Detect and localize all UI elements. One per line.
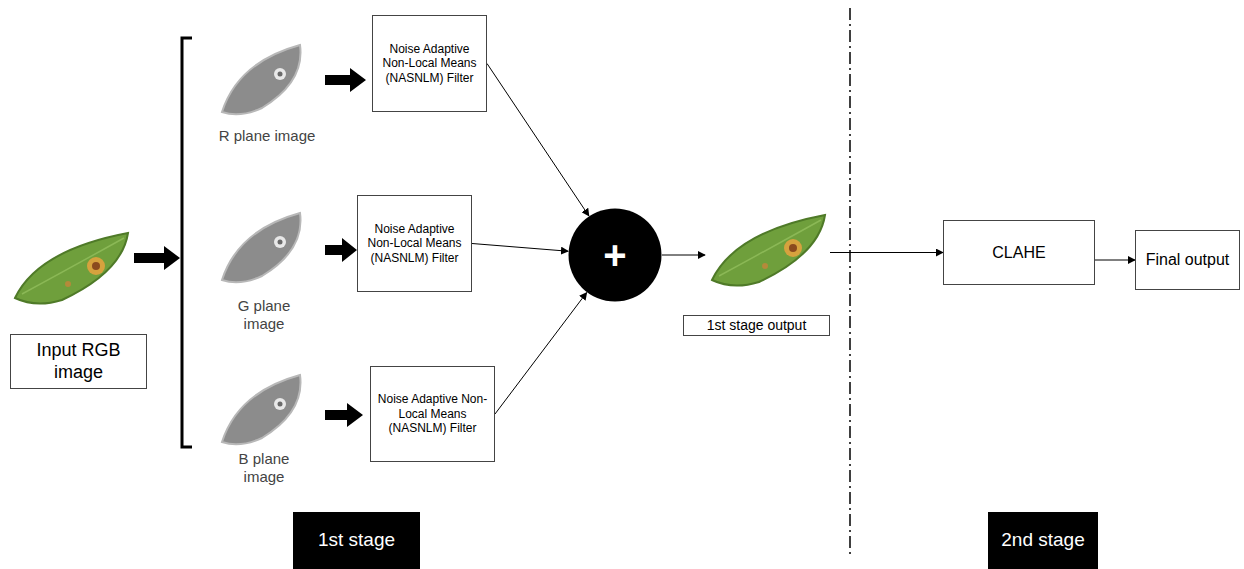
image-caption: B plane image	[228, 450, 300, 486]
process-box: CLAHE	[943, 220, 1095, 285]
node-text: Input RGB image	[17, 340, 140, 383]
node-text: 2nd stage	[1001, 529, 1084, 552]
leaf-spot	[278, 402, 283, 407]
node-text: 1st stage output	[683, 315, 830, 336]
block-arrow	[325, 403, 363, 427]
plane-image	[222, 375, 301, 444]
flow-arrow	[472, 244, 568, 252]
node-text: Final output	[1146, 250, 1230, 269]
flow-arrow	[662, 255, 705, 256]
leaf-image	[712, 215, 825, 286]
node-text: Noise Adaptive Non-Local Means (NASNLM) …	[377, 392, 488, 435]
leaf-spot	[278, 240, 283, 245]
stage-divider	[849, 8, 851, 556]
leaf-spot	[784, 239, 802, 257]
node-text: 1st stage	[318, 529, 395, 552]
leaf-shape	[222, 375, 301, 444]
block-arrow	[325, 238, 357, 262]
input-box: Input RGB image	[10, 334, 147, 389]
leaf-spot	[789, 244, 797, 252]
stage-output: 1st stage output	[705, 212, 830, 336]
block-arrow	[134, 246, 180, 270]
leaf-image	[15, 233, 128, 304]
leaf-shape	[712, 215, 825, 286]
leaf-vein	[719, 220, 821, 276]
flow-arrow	[1095, 260, 1135, 261]
stage-banner: 2nd stage	[988, 512, 1098, 569]
node-text: Noise Adaptive Non-Local Means (NASNLM) …	[379, 42, 480, 85]
output-box: Final output	[1135, 230, 1240, 290]
circle-outline	[569, 209, 662, 302]
sum-symbol: +	[603, 235, 626, 275]
leaf-spot	[65, 281, 71, 287]
leaf-spot	[278, 72, 283, 77]
leaf-spot	[92, 262, 100, 270]
flow-arrow	[830, 252, 943, 253]
sum-circle: +	[568, 208, 662, 302]
bracket	[182, 38, 192, 447]
leaf-spot	[274, 398, 286, 410]
leaf-spot	[274, 68, 286, 80]
leaf-shape	[222, 45, 301, 114]
leaf-shape	[15, 233, 128, 304]
leaf-spot	[762, 263, 768, 269]
leaf-vein	[22, 238, 124, 294]
filter-box: Noise Adaptive Non-Local Means (NASNLM) …	[372, 15, 487, 112]
leaf-shape	[222, 213, 301, 282]
filter-box: Noise Adaptive Non-Local Means (NASNLM) …	[370, 366, 495, 462]
flow-arrow	[495, 293, 587, 414]
filter-box: Noise Adaptive Non-Local Means (NASNLM) …	[357, 195, 472, 292]
plane-image	[222, 213, 301, 282]
node-text: CLAHE	[992, 243, 1045, 262]
block-arrow	[325, 68, 366, 92]
image-caption: G plane image	[228, 297, 300, 333]
flow-arrow	[487, 64, 589, 216]
leaf-spot	[87, 257, 105, 275]
plane-image	[222, 45, 301, 114]
stage-banner: 1st stage	[293, 512, 420, 569]
leaf-spot	[274, 236, 286, 248]
image-caption: R plane image	[212, 127, 322, 145]
node-text: Noise Adaptive Non-Local Means (NASNLM) …	[364, 222, 465, 265]
